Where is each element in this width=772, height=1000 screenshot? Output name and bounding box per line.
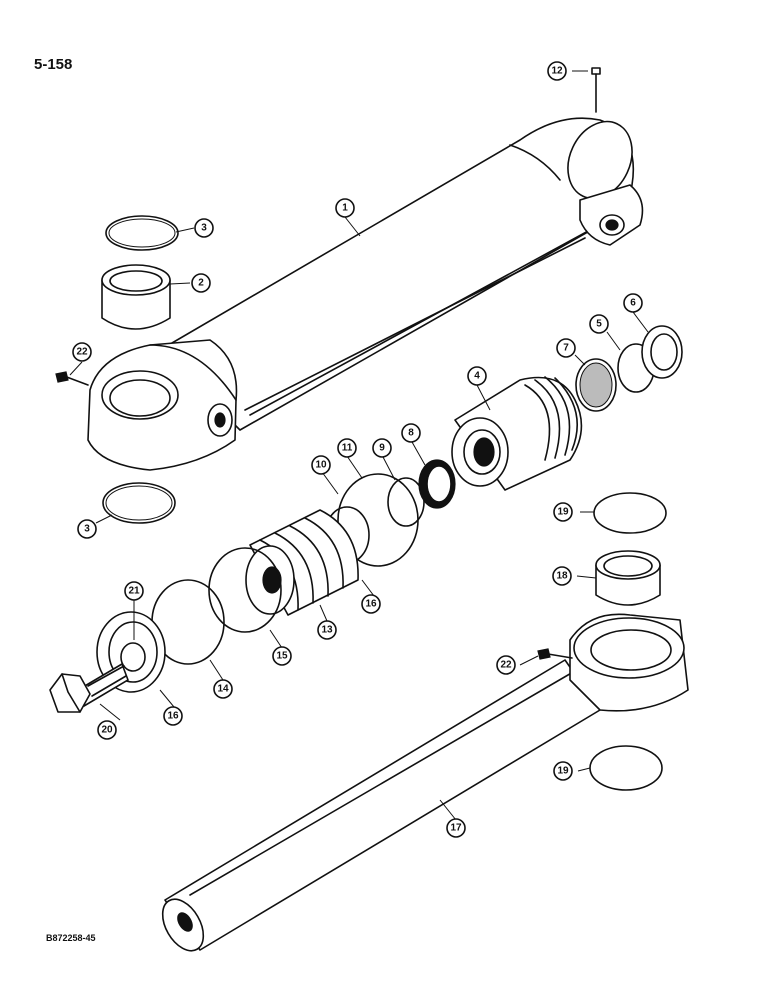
callout-3-lower: 3 (77, 519, 97, 539)
leader-lines (69, 70, 649, 821)
callout-12: 12 (547, 61, 567, 81)
gland (451, 376, 583, 491)
callout-11: 11 (337, 438, 357, 458)
retaining-ring-rod-upper (593, 492, 667, 534)
piston-bolt (49, 663, 129, 713)
callout-19-lower: 19 (553, 761, 573, 781)
svg-text:12: 12 (551, 66, 563, 77)
svg-text:22: 22 (76, 347, 88, 358)
retaining-ring-rod-lower (589, 745, 663, 791)
callout-18: 18 (552, 566, 572, 586)
grease-fitting-left (55, 371, 89, 386)
svg-text:10: 10 (315, 460, 327, 471)
svg-text:1: 1 (342, 203, 348, 214)
callout-7: 7 (556, 338, 576, 358)
callout-10: 10 (311, 455, 331, 475)
svg-text:17: 17 (450, 823, 462, 834)
callout-14: 14 (213, 679, 233, 699)
cylinder-barrel (87, 117, 644, 471)
svg-text:15: 15 (276, 651, 288, 662)
svg-text:16: 16 (365, 599, 377, 610)
callout-15: 15 (272, 646, 292, 666)
ring-11 (337, 473, 419, 567)
svg-text:6: 6 (630, 298, 636, 309)
callout-13: 13 (317, 620, 337, 640)
retaining-ring-lower (102, 482, 176, 524)
callout-17: 17 (446, 818, 466, 838)
callout-21: 21 (124, 581, 144, 601)
bushing-upper (101, 264, 171, 330)
svg-text:14: 14 (217, 684, 229, 695)
callout-8: 8 (401, 423, 421, 443)
svg-text:13: 13 (321, 625, 333, 636)
svg-text:19: 19 (557, 507, 569, 518)
grease-fitting-top (591, 67, 601, 113)
svg-text:20: 20 (101, 725, 113, 736)
svg-text:5: 5 (596, 319, 602, 330)
svg-text:4: 4 (474, 371, 480, 382)
piston (245, 509, 359, 616)
retaining-ring-upper (105, 215, 179, 251)
grease-fitting-rod (537, 648, 573, 660)
callout-22-left: 22 (72, 342, 92, 362)
piston-rod (161, 613, 689, 952)
callout-2: 2 (191, 273, 211, 293)
ring-9 (387, 477, 425, 527)
svg-text:21: 21 (128, 586, 140, 597)
page-number: 5-158 (34, 56, 73, 73)
svg-text:22: 22 (500, 660, 512, 671)
wiper-seal (575, 358, 617, 412)
piston-ring-15 (208, 547, 282, 633)
callout-4: 4 (467, 366, 487, 386)
svg-text:3: 3 (84, 524, 90, 535)
seal-8 (418, 459, 456, 509)
callout-5: 5 (589, 314, 609, 334)
svg-text:19: 19 (557, 766, 569, 777)
svg-text:16: 16 (167, 711, 179, 722)
svg-text:3: 3 (201, 223, 207, 234)
svg-text:8: 8 (408, 428, 414, 439)
callout-20: 20 (97, 720, 117, 740)
callout-1: 1 (335, 198, 355, 218)
callout-16-upper: 16 (361, 594, 381, 614)
callout-3-upper: 3 (194, 218, 214, 238)
svg-text:7: 7 (563, 343, 569, 354)
svg-text:9: 9 (379, 443, 385, 454)
svg-text:2: 2 (198, 278, 204, 289)
callout-9: 9 (372, 438, 392, 458)
drawing-code: B872258-45 (46, 933, 96, 943)
callout-19-upper: 19 (553, 502, 573, 522)
callout-16-lower: 16 (163, 706, 183, 726)
bushing-rod (595, 550, 661, 606)
callout-6: 6 (623, 293, 643, 313)
svg-text:11: 11 (342, 443, 353, 454)
svg-text:18: 18 (556, 571, 568, 582)
rod-seal-6 (641, 325, 683, 379)
callout-22-rod: 22 (496, 655, 516, 675)
